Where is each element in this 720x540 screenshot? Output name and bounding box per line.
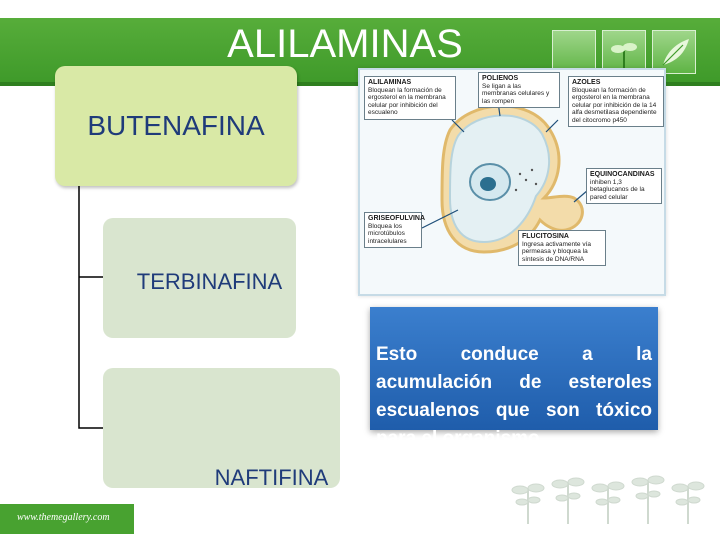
decorative-sprouts [511,475,705,524]
leaf-icon [662,39,689,66]
header-thumbnails [552,30,696,74]
node-label: TERBINAFINA [136,269,283,294]
footer-band [0,504,134,534]
label-alilaminas: ALILAMINAS Bloquean la formación de ergo… [364,76,456,120]
label-flucitosina: FLUCITOSINA Ingresa activamente vía perm… [518,230,606,266]
node-label: NAFTIFINA [214,465,329,490]
label-equinocandinas: EQUINOCANDINAS inhiben 1,3 betaglucanos … [586,168,662,204]
footer-url: www.themegallery.com [17,512,110,523]
thumbnail-leaf [652,30,696,74]
conclusion-box: Esto conduce a la acumulación de esterol… [370,307,658,449]
label-griseofulvina: GRISEOFULVINA Bloquea los microtúbulos i… [364,212,425,248]
label-azoles: AZOLES Bloquean la formación de ergoster… [568,76,664,127]
node-butenafina: BUTENAFINA [55,66,297,186]
node-naftifina: NAFTIFINA [103,368,340,490]
thumbnail-sprout [602,30,646,74]
node-label: BUTENAFINA [87,110,265,141]
label-polienos: POLIENOS Se ligan a las membranas celula… [478,72,560,108]
mechanism-diagram: ALILAMINAS Bloquean la formación de ergo… [358,68,666,296]
node-terbinafina: TERBINAFINA [103,218,296,338]
conclusion-text: Esto conduce a la acumulación de esterol… [376,344,652,449]
sprout-icon [611,43,637,69]
page-title: ALILAMINAS [227,22,463,66]
